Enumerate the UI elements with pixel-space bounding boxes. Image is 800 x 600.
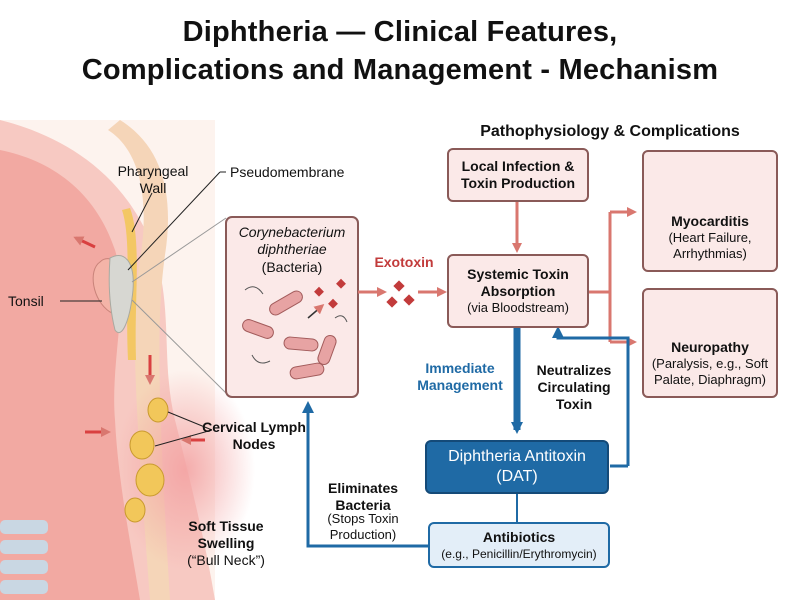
lymph-node-shapes (124, 397, 169, 523)
box-local-infection-title: Local Infection & Toxin Production (460, 158, 576, 191)
box-systemic-sub: (via Bloodstream) (467, 300, 569, 315)
bacteria-desc: (Bacteria) (261, 259, 323, 275)
flagella (244, 286, 348, 364)
toxin-particles (314, 278, 415, 309)
label-bull-neck: (“Bull Neck”) (187, 552, 265, 568)
box-antibiotics: Antibiotics (e.g., Penicillin/Erythromyc… (428, 522, 610, 568)
box-myocarditis: Myocarditis (Heart Failure, Arrhythmias) (642, 150, 778, 272)
section-heading: Pathophysiology & Complications (480, 123, 740, 140)
label-eliminates-bacteria: Eliminates Bacteria (327, 480, 399, 513)
arrow-neutralizes (552, 326, 630, 466)
arrow-eliminates-bacteria (302, 401, 428, 548)
box-antibiotics-title: Antibiotics (482, 528, 556, 545)
title-line-2: Complications and Management - Mechanism (81, 54, 719, 86)
label-immediate-management: Immediate Management (417, 360, 503, 393)
box-diphtheria-antitoxin: Diphtheria Antitoxin (DAT) (425, 440, 609, 494)
label-cervical-lymph-nodes: Cervical Lymph Nodes (202, 419, 306, 452)
inflammation-arrows (73, 236, 205, 445)
anatomy-leader-lines (60, 171, 226, 447)
box-local-infection: Local Infection & Toxin Production (447, 148, 589, 202)
arrow-to-complications (588, 207, 637, 347)
pseudomembrane-patch (108, 255, 134, 333)
zoom-line-bottom (131, 299, 227, 394)
bacteria-name: Corynebacterium diphtheriae (238, 224, 346, 257)
box-dat-title: Diphtheria Antitoxin (DAT) (448, 448, 586, 485)
label-tonsil: Tonsil (8, 293, 44, 309)
label-soft-tissue-swelling: Soft Tissue Swelling (188, 518, 264, 551)
title-line-1: Diphtheria — Clinical Features, (182, 16, 618, 48)
box-systemic-title: Systemic Toxin Absorption (467, 266, 569, 299)
box-neuropathy: Neuropathy (Paralysis, e.g., Soft Palate… (642, 288, 778, 398)
box-myocarditis-sub: (Heart Failure, Arrhythmias) (668, 230, 752, 261)
box-myocarditis-title: Myocarditis (671, 213, 749, 229)
label-neutralizes: Neutralizes Circulating Toxin (536, 362, 612, 412)
label-stops-production: (Stops Toxin Production) (327, 511, 399, 542)
secretion-arrow (307, 304, 325, 319)
label-pseudomembrane: Pseudomembrane (230, 164, 345, 180)
bacteria-rods (242, 290, 337, 380)
box-neuropathy-sub: (Paralysis, e.g., Soft Palate, Diaphragm… (651, 356, 769, 387)
box-neuropathy-title: Neuropathy (671, 339, 749, 355)
zoom-line-top (131, 217, 227, 283)
label-pharyngeal-wall: Pharyngeal Wall (117, 163, 189, 196)
exotoxin-label: Exotoxin (374, 254, 434, 270)
box-systemic-absorption: Systemic Toxin Absorption (via Bloodstre… (447, 254, 589, 328)
box-antibiotics-sub: (e.g., Penicillin/Erythromycin) (441, 546, 597, 561)
vertebrae (0, 520, 48, 594)
